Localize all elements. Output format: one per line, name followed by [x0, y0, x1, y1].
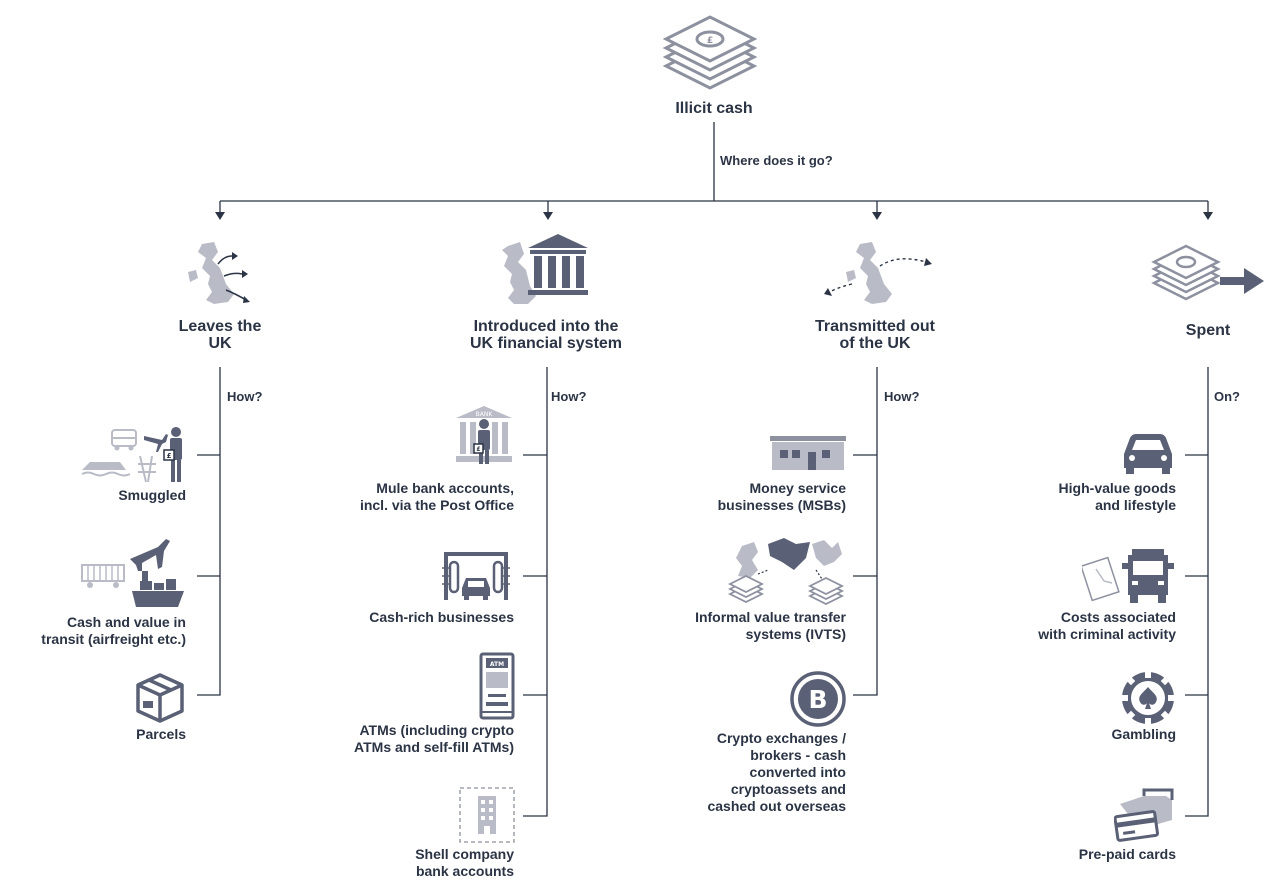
item-shell-company-bank-accounts: Shell company bank accounts	[415, 846, 514, 879]
arrow-head-4	[1203, 212, 1213, 220]
item-prepaid-cards: Pre-paid cards	[1078, 846, 1176, 862]
cash-stack-icon: £	[662, 15, 758, 90]
branch-question-3: How?	[884, 389, 920, 404]
root-title: Illicit cash	[675, 100, 753, 117]
item-cash-in-transit: Cash and value in transit (airfreight et…	[41, 614, 186, 647]
svg-text:£: £	[476, 446, 480, 453]
item-cash-rich-businesses: Cash-rich businesses	[369, 609, 514, 625]
item-informal-value-transfer: Informal value transfer systems (IVTS)	[695, 609, 846, 642]
handshake-transfer-icon	[728, 538, 845, 606]
branch-question-1: How?	[227, 389, 263, 404]
car-wash-icon	[442, 552, 510, 600]
parcel-box-icon	[136, 673, 184, 723]
branch-question-2: How?	[551, 389, 587, 404]
branch-question-4: On?	[1214, 389, 1240, 404]
uk-map-bank-icon	[502, 234, 588, 304]
item-high-value-goods: High-value goods and lifestyle	[1058, 480, 1176, 513]
branch-heading-financial-system: Introduced into the UK financial system	[469, 318, 623, 352]
item-crypto-exchanges: Crypto exchanges / brokers - cash conver…	[707, 730, 846, 814]
svg-text:£: £	[707, 36, 713, 46]
item-costs-criminal-activity: Costs associated with criminal activity	[1038, 609, 1176, 642]
truck-bag-icon	[1082, 549, 1174, 603]
root-question: Where does it go?	[720, 153, 833, 168]
item-money-service-businesses: Money service businesses (MSBs)	[717, 480, 846, 513]
branch-heading-spent: Spent	[1185, 322, 1231, 339]
svg-text:BANK: BANK	[476, 411, 494, 418]
freight-transit-icon	[81, 539, 184, 607]
branch-heading-leaves-uk: Leaves the UK	[178, 318, 262, 352]
uk-map-transfer-icon	[824, 242, 932, 304]
bitcoin-icon: B	[790, 671, 846, 727]
prepaid-card-hand-icon	[1114, 788, 1174, 842]
arrow-head-1	[215, 212, 225, 220]
arrow-head-3	[872, 212, 882, 220]
shell-company-building-icon	[459, 787, 515, 843]
item-atms: ATMs (including crypto ATMs and self-fil…	[354, 722, 514, 755]
money-service-shop-icon	[770, 436, 846, 470]
svg-text:B: B	[808, 685, 827, 714]
cash-out-arrow-icon	[1151, 244, 1264, 301]
branch-heading-transmitted: Transmitted out of the UK	[814, 318, 935, 352]
casino-chip-icon	[1122, 672, 1174, 724]
svg-text:£: £	[167, 452, 172, 460]
item-parcels: Parcels	[136, 726, 186, 742]
item-gambling: Gambling	[1111, 726, 1176, 742]
car-icon	[1124, 434, 1172, 474]
smuggling-transport-icon: £	[81, 427, 182, 483]
svg-text:ATM: ATM	[490, 661, 504, 668]
uk-map-arrows-icon	[188, 242, 250, 304]
item-mule-bank-accounts: Mule bank accounts, incl. via the Post O…	[359, 480, 514, 513]
bank-mule-icon: BANK £	[456, 406, 512, 464]
item-smuggled: Smuggled	[118, 487, 186, 503]
atm-machine-icon: ATM	[479, 652, 515, 720]
arrow-head-2	[543, 212, 553, 220]
